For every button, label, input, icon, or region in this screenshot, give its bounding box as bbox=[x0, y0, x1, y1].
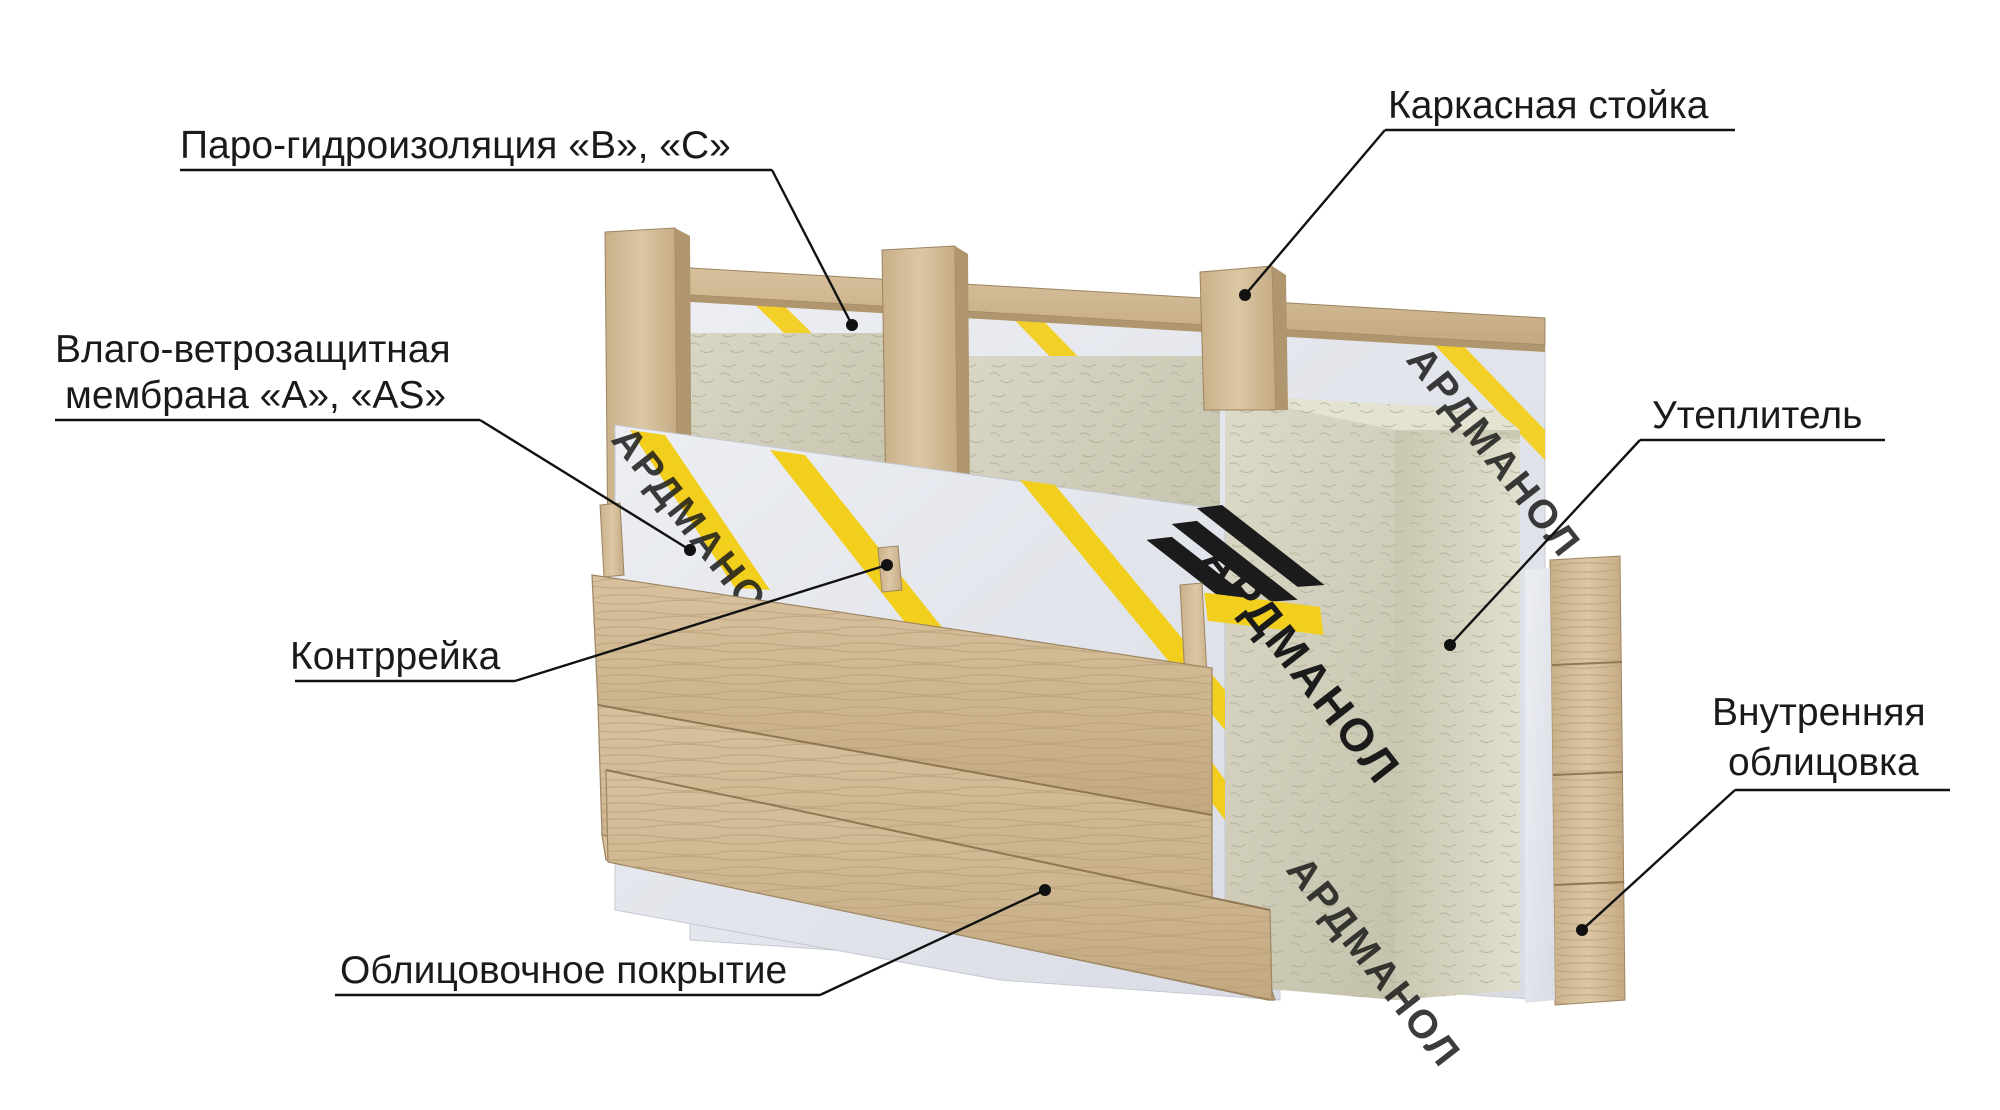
labels: Паро-гидроизоляция «В», «С» Каркасная ст… bbox=[55, 84, 1926, 992]
label-inner-lining-line2: облицовка bbox=[1728, 741, 1919, 784]
facing-boards bbox=[591, 574, 1276, 1001]
brand-logo-icon bbox=[1146, 505, 1325, 636]
inner-lining bbox=[1525, 555, 1626, 1006]
label-membrane-line2: мембрана «А», «AS» bbox=[65, 374, 446, 417]
label-frame-post: Каркасная стойка bbox=[1388, 84, 1709, 127]
label-facing: Облицовочное покрытие bbox=[340, 949, 787, 992]
label-vapor-barrier: Паро-гидроизоляция «В», «С» bbox=[180, 124, 731, 167]
label-inner-lining-line1: Внутренняя bbox=[1712, 691, 1926, 734]
label-counter-batten: Контррейка bbox=[290, 635, 501, 678]
label-membrane-line1: Влаго-ветрозащитная bbox=[55, 328, 451, 371]
leader-lines bbox=[55, 128, 1950, 997]
label-insulation: Утеплитель bbox=[1652, 394, 1862, 437]
